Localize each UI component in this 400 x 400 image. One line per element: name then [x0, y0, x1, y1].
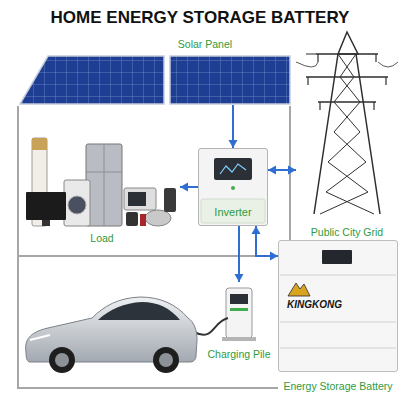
- grid-tower: Public City Grid: [296, 32, 398, 238]
- arrowhead: [180, 183, 188, 192]
- tower-bracing: [320, 54, 374, 214]
- power-lines: [296, 62, 398, 67]
- inverter-screen: [214, 158, 252, 180]
- washer-door: [68, 196, 86, 214]
- fridge-doors: [86, 144, 122, 226]
- flow-line: [238, 226, 240, 282]
- rice-cooker: [145, 210, 171, 226]
- battery-art: [278, 240, 398, 372]
- solar-panel-right: [170, 56, 290, 104]
- microwave-window: [128, 192, 146, 206]
- arrowhead: [235, 274, 244, 282]
- car-wheel: [153, 347, 179, 373]
- car-headlight: [30, 335, 50, 340]
- battery-casing: KINGKONG: [278, 240, 398, 372]
- flow-arrow: [180, 183, 198, 192]
- node-label: Inverter: [214, 206, 251, 218]
- inverter-fill: [198, 148, 268, 226]
- television: [26, 192, 66, 220]
- flow-arrow: [235, 226, 244, 282]
- car-rim: [159, 353, 173, 367]
- car-wheel: [49, 347, 75, 373]
- node-label: Energy Storage Battery: [283, 380, 392, 392]
- status-led: [231, 186, 235, 190]
- battery-modules: [280, 275, 396, 348]
- node-label: Public City Grid: [311, 226, 383, 238]
- node-label: Load: [90, 232, 113, 244]
- transmission-tower: [296, 32, 398, 214]
- microwave: [124, 188, 156, 210]
- arrowhead: [252, 226, 261, 234]
- node-label: Charging Pile: [207, 348, 270, 360]
- load-group: Load: [24, 132, 180, 244]
- inverter-panel: [201, 199, 265, 223]
- solar-panel-art: [20, 56, 290, 104]
- arrowhead: [288, 166, 296, 175]
- inverter-art: [198, 148, 268, 226]
- tv-stand: [42, 220, 50, 226]
- house-wall: [18, 106, 278, 388]
- logo-mountain: [288, 283, 310, 296]
- flow-arrow: [229, 105, 238, 148]
- house-outline: [18, 106, 290, 388]
- charging-pile: Charging Pile: [200, 282, 278, 360]
- solar-panel-left: [20, 56, 164, 104]
- kettle: [126, 212, 138, 226]
- washing-machine: [64, 180, 90, 226]
- arrowhead: [270, 252, 278, 261]
- fridge: [86, 144, 122, 226]
- battery-fill: [278, 240, 398, 372]
- arrowhead: [268, 166, 276, 175]
- charging-pile-art: [194, 288, 256, 341]
- arrowhead: [229, 140, 238, 148]
- appliances-art: [26, 138, 176, 226]
- battery-display: [322, 250, 352, 264]
- brand-logo: KINGKONG: [287, 299, 342, 311]
- air-conditioner-top: [32, 138, 47, 150]
- inverter-box: Inverter: [198, 148, 268, 226]
- car-rim: [55, 353, 69, 367]
- battery-unit: KINGKONG Energy Storage Battery: [278, 240, 398, 392]
- pile-body: [226, 288, 252, 338]
- pile-strip: [230, 308, 248, 311]
- diagram-title: HOME ENERGY STORAGE BATTERY: [0, 8, 400, 28]
- small-appliance: [140, 214, 146, 226]
- screen-graph: [220, 164, 246, 174]
- tower-legs: [314, 54, 380, 214]
- car-window: [98, 302, 180, 320]
- flow-line: [256, 226, 278, 256]
- tower-top: [338, 32, 358, 54]
- node-label: Solar Panel: [178, 38, 232, 50]
- solar-panel: Solar Panel: [18, 38, 292, 105]
- pile-screen: [230, 294, 248, 304]
- speaker: [164, 188, 176, 212]
- flow-arrow: [252, 226, 279, 261]
- charging-cable: [194, 318, 228, 335]
- flow-arrow: [268, 166, 296, 175]
- pile-base: [222, 337, 256, 341]
- electric-car: [26, 297, 197, 373]
